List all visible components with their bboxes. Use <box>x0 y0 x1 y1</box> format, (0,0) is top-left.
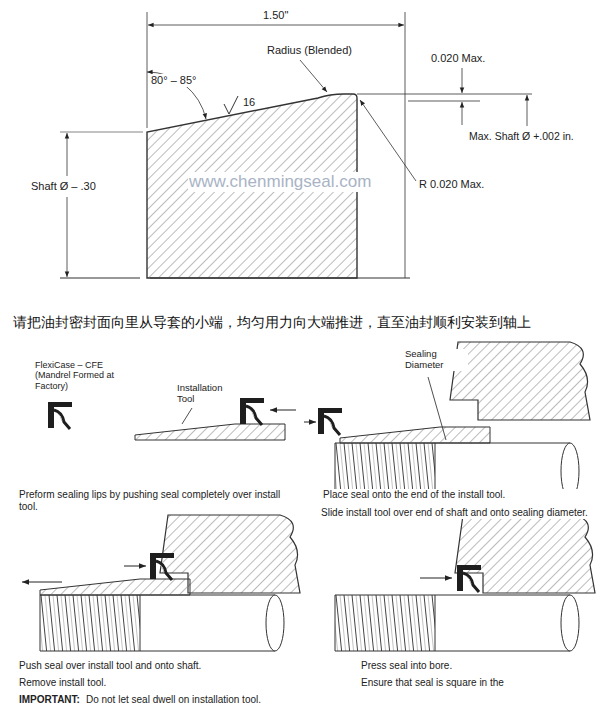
dimension-line <box>67 197 68 277</box>
extension-line <box>357 94 532 95</box>
step-two <box>304 342 590 499</box>
push-arrow <box>270 410 296 411</box>
shaft <box>335 595 579 651</box>
part-label: Sealing Diameter <box>404 349 468 371</box>
seal-section <box>318 408 342 435</box>
part-label: FlexiCase – CFE (Mandrel Formed at Facto… <box>34 360 120 391</box>
seal-section <box>240 398 264 425</box>
seal-section <box>48 402 72 429</box>
seal-section <box>150 553 174 580</box>
angle-arc <box>147 72 206 119</box>
dimension-label: R 0.020 Max. <box>418 178 485 191</box>
finish-label: 16 <box>242 96 256 109</box>
housing-section <box>455 515 595 593</box>
dimension-label: Shaft Ø – .30 <box>30 180 97 193</box>
step-caption: Push seal over install tool and onto sha… <box>18 660 202 672</box>
install-tool <box>40 579 190 595</box>
step-three <box>22 515 300 651</box>
step-caption: Press seal into bore. <box>360 660 453 672</box>
install-tool <box>135 424 285 440</box>
dimension-line <box>67 133 68 176</box>
extension-line <box>60 132 143 133</box>
housing-section <box>450 342 590 420</box>
finish-symbol <box>224 96 238 114</box>
dimension-label: Radius (Blended) <box>266 44 353 57</box>
push-arrow <box>304 422 316 423</box>
step-caption: Slide install tool over end of shaft and… <box>320 507 596 519</box>
tool-drawing <box>60 12 532 278</box>
extension-line <box>147 12 148 128</box>
leader-line <box>360 100 416 181</box>
leader-line <box>300 60 327 92</box>
dimension-label: 0.020 Max. <box>430 52 486 65</box>
warning-label: IMPORTANT: <box>18 694 81 706</box>
instruction-text: 请把油封密封面向里从导套的小端，均匀用力向大端推进，直至油封顺利安装到轴上 <box>12 314 532 330</box>
dimension-line <box>527 95 528 126</box>
leader-line <box>428 377 446 440</box>
push-arrow <box>420 578 452 579</box>
dimension-label: Max. Shaft Ø +.002 in. <box>468 130 575 142</box>
warning-text: Do not let seal dwell on installation to… <box>85 694 262 706</box>
dimension-line <box>462 102 463 125</box>
extension-line <box>405 12 406 278</box>
part-label: Installation Tool <box>176 383 240 405</box>
step-caption: Preform sealing lips by pushing seal com… <box>18 489 302 512</box>
shaft <box>40 595 284 651</box>
remove-arrow <box>22 582 62 583</box>
step-caption: Remove install tool. <box>18 677 107 689</box>
dimension-label: 1.50" <box>262 9 289 22</box>
step-caption: Ensure that seal is square in the <box>360 677 505 689</box>
push-arrow <box>124 566 146 567</box>
install-tool <box>340 427 490 443</box>
dimension-line <box>462 68 463 93</box>
step-caption: Place seal onto the end of the install t… <box>322 489 596 501</box>
dimension-line <box>148 25 404 26</box>
watermark: www.chenmingseal.com <box>188 172 372 192</box>
step-four <box>335 515 595 651</box>
seal-section <box>457 565 481 592</box>
leader-line <box>182 408 192 424</box>
baseline <box>60 277 140 278</box>
step-one <box>48 398 296 440</box>
extension-line <box>408 101 480 102</box>
angle-label: 80° – 85° <box>150 74 198 87</box>
